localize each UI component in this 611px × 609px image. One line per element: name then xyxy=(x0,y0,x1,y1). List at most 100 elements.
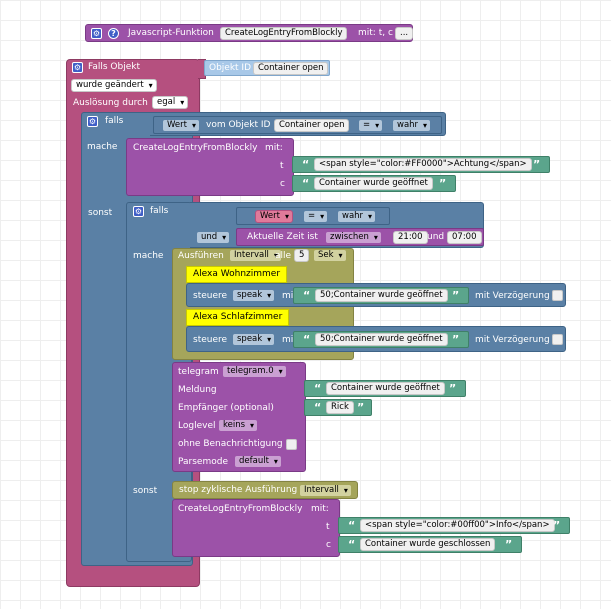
quote-open-icon: “ xyxy=(302,158,310,171)
speak2-cmd-dropdown[interactable]: speak xyxy=(232,333,276,346)
stop-value-dropdown[interactable]: Intervall xyxy=(299,484,352,497)
function-name-field[interactable]: CreateLogEntryFromBlockly xyxy=(220,27,348,40)
text-block-t2[interactable]: “ <span style="color:#00ff00">Info</span… xyxy=(338,517,570,534)
quote-open-icon: “ xyxy=(314,401,322,414)
quote-close-icon: ” xyxy=(449,382,457,395)
call-c-label-1: c xyxy=(280,179,285,189)
speak2-text-block[interactable]: “ 50;Container wurde geöffnet ” xyxy=(293,331,469,348)
meldung-text-block[interactable]: “ Container wurde geöffnet ” xyxy=(304,380,466,397)
speak1-delay-checkbox[interactable] xyxy=(552,290,563,301)
wert-dropdown[interactable]: Wert xyxy=(162,119,200,132)
und-label: und xyxy=(427,232,445,242)
vom-objekt-id-label: vom Objekt ID xyxy=(206,120,271,130)
device-label-2: Alexa Schlafzimmer xyxy=(186,309,290,326)
call-c-label-2: c xyxy=(326,540,331,550)
zwischen-dropdown[interactable]: zwischen xyxy=(325,231,382,244)
quote-close-icon: ” xyxy=(452,289,460,302)
function-more-button[interactable]: ... xyxy=(395,27,414,40)
text-block-c1[interactable]: “ Container wurde geöffnet ” xyxy=(292,175,456,192)
telegram-block[interactable] xyxy=(172,362,306,472)
object-id-field[interactable]: Container open xyxy=(274,119,350,132)
quote-close-icon: ” xyxy=(357,401,365,414)
meldung-text-value[interactable]: Container wurde geöffnet xyxy=(326,382,445,395)
interval-mode-dropdown[interactable]: Intervall xyxy=(229,249,282,262)
speak2-steuere-label: steuere xyxy=(193,335,228,345)
quote-close-icon: ” xyxy=(439,177,447,190)
function-label: Javascript-Funktion xyxy=(128,28,214,38)
sonst-label-outer: sonst xyxy=(88,208,113,218)
ausfuehren-label: Ausführen xyxy=(178,251,224,261)
call-block-2[interactable] xyxy=(172,499,340,557)
time-from-field[interactable]: 21:00 xyxy=(393,231,428,244)
objekt-id-value[interactable]: Container open xyxy=(253,62,329,75)
inner-if-gear-icon[interactable]: ⚙ xyxy=(133,206,144,217)
speak-block-1[interactable]: steuere speak mit “ 50;Container wurde g… xyxy=(186,283,566,307)
empfaenger-label: Empfänger (optional) xyxy=(178,403,274,413)
text-block-c2[interactable]: “ Container wurde geschlossen ” xyxy=(338,536,522,553)
speak2-text-value[interactable]: 50;Container wurde geöffnet xyxy=(315,333,448,346)
inner-if-falls-label: falls xyxy=(150,206,169,216)
speak1-steuere-label: steuere xyxy=(193,291,228,301)
text-t1-value[interactable]: <span style="color:#FF0000">Achtung</spa… xyxy=(314,158,532,171)
speak1-mit-label: mit xyxy=(282,291,297,301)
quote-open-icon: “ xyxy=(302,177,310,190)
loglevel-dropdown[interactable]: keins xyxy=(218,419,259,432)
quote-open-icon: “ xyxy=(348,538,356,551)
quote-open-icon: “ xyxy=(348,519,356,532)
changed-dropdown[interactable]: wurde geändert xyxy=(71,79,157,92)
call-name-2: CreateLogEntryFromBlockly xyxy=(178,504,303,514)
time-compare-block[interactable]: Aktuelle Zeit ist zwischen 21:00 und 07:… xyxy=(236,228,484,246)
call-mit-2: mit: xyxy=(311,504,329,514)
quote-open-icon: “ xyxy=(303,289,311,302)
device-label-1: Alexa Wohnzimmer xyxy=(186,266,288,283)
empfaenger-text-block[interactable]: “ Rick ” xyxy=(304,399,372,416)
speak1-text-block[interactable]: “ 50;Container wurde geöffnet ” xyxy=(293,287,469,304)
ausloesung-dropdown[interactable]: egal xyxy=(152,96,189,109)
call-name-1: CreateLogEntryFromBlockly xyxy=(133,143,258,153)
text-c2-value[interactable]: Container wurde geschlossen xyxy=(360,538,496,551)
function-params: mit: t, c xyxy=(358,28,393,38)
time-to-field[interactable]: 07:00 xyxy=(447,231,482,244)
inner-value-dropdown[interactable]: wahr xyxy=(337,210,377,223)
ohne-label: ohne Benachrichtigung xyxy=(178,439,283,449)
inner-wert-dropdown[interactable]: Wert xyxy=(255,210,293,223)
stop-interval-block[interactable]: stop zyklische Ausführung Intervall xyxy=(172,481,358,499)
call-t-label-2: t xyxy=(326,522,330,532)
value-dropdown[interactable]: wahr xyxy=(392,119,432,132)
mache-label-outer: mache xyxy=(87,142,118,152)
trigger-gear-icon[interactable]: ⚙ xyxy=(72,62,83,73)
inner-mache-label: mache xyxy=(133,251,164,261)
gear-icon[interactable]: ⚙ xyxy=(91,28,102,39)
if-gear-icon[interactable]: ⚙ xyxy=(87,116,98,127)
interval-unit-dropdown[interactable]: Sek xyxy=(313,249,347,262)
quote-close-icon: ” xyxy=(553,519,561,532)
stop-label: stop zyklische Ausführung xyxy=(179,485,298,495)
aktuelle-zeit-label: Aktuelle Zeit ist xyxy=(247,232,318,242)
if-falls-label: falls xyxy=(105,116,124,126)
help-icon[interactable]: ? xyxy=(108,28,119,39)
text-t2-value[interactable]: <span style="color:#00ff00">Info</span> xyxy=(360,519,555,532)
speak1-text-value[interactable]: 50;Container wurde geöffnet xyxy=(315,289,448,302)
compare-block-outer[interactable]: Wert vom Objekt ID Container open = wahr xyxy=(153,116,442,134)
text-c1-value[interactable]: Container wurde geöffnet xyxy=(314,177,433,190)
compare-block-inner[interactable]: Wert = wahr xyxy=(236,207,390,225)
speak-block-2[interactable]: steuere speak mit “ 50;Container wurde g… xyxy=(186,326,566,352)
objekt-id-label: Objekt ID xyxy=(209,63,252,73)
operator-dropdown[interactable]: = xyxy=(358,119,384,132)
ohne-benachrichtigung-checkbox[interactable] xyxy=(286,439,297,450)
speak2-delay-checkbox[interactable] xyxy=(552,334,563,345)
empfaenger-text-value[interactable]: Rick xyxy=(326,401,354,414)
objekt-id-block[interactable]: Objekt ID Container open xyxy=(204,60,330,76)
trigger-title: Falls Objekt xyxy=(88,62,140,72)
inner-operator-dropdown[interactable]: = xyxy=(303,210,329,223)
speak1-cmd-dropdown[interactable]: speak xyxy=(232,289,276,302)
parsemode-label: Parsemode xyxy=(178,457,228,467)
javascript-function-block[interactable]: ⚙ ? Javascript-Funktion CreateLogEntryFr… xyxy=(85,24,414,42)
speak1-delay-label: mit Verzögerung xyxy=(475,291,550,301)
text-block-t1[interactable]: “ <span style="color:#FF0000">Achtung</s… xyxy=(292,156,550,173)
loglevel-label: Loglevel xyxy=(178,421,216,431)
telegram-instance-dropdown[interactable]: telegram.0 xyxy=(222,365,287,378)
interval-value-field[interactable]: 5 xyxy=(294,249,310,262)
parsemode-dropdown[interactable]: default xyxy=(234,455,282,468)
und-dropdown[interactable]: und xyxy=(196,231,231,244)
